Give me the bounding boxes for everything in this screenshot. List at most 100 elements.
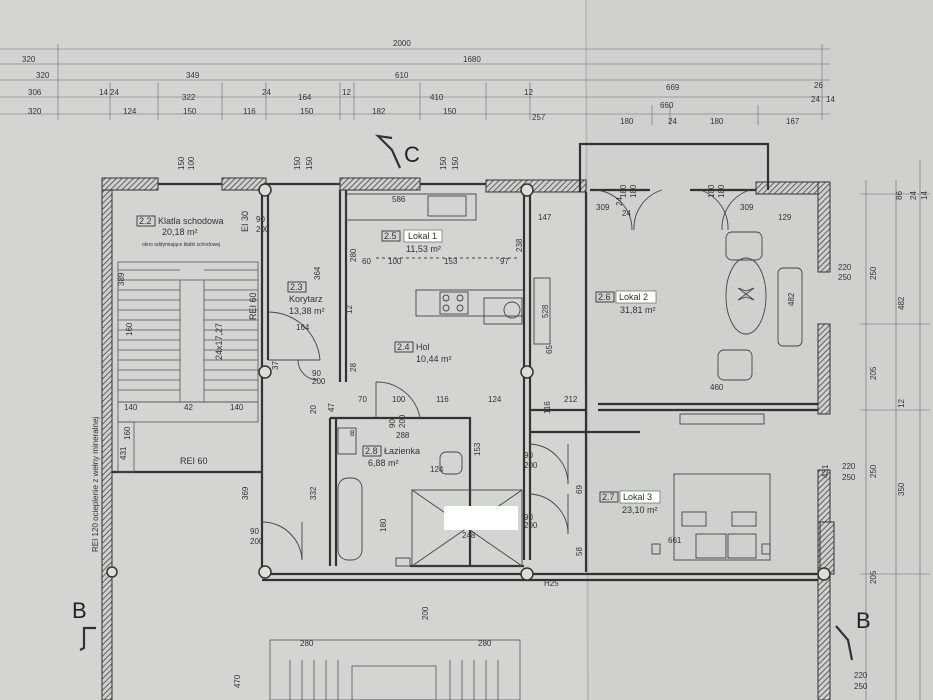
- dim-text: 160: [125, 322, 134, 336]
- top-dimension-lines: [0, 44, 830, 125]
- lokal-label: Lokal 3: [623, 492, 652, 502]
- dim-text: 28: [349, 363, 358, 372]
- dim-text: 150: [293, 156, 302, 170]
- column-node: [258, 183, 272, 197]
- dim-text: 26: [814, 81, 823, 90]
- room-area: 31,81 m²: [620, 305, 656, 315]
- dim-text: 24: [668, 117, 677, 126]
- dim-text: 37: [271, 361, 280, 370]
- column-node: [258, 365, 272, 379]
- kitchen: [345, 193, 551, 345]
- room-name: Korytarz: [289, 294, 323, 304]
- redacted-box: [444, 506, 518, 530]
- dim-text: 250: [842, 473, 856, 482]
- room-num: 2.2: [139, 216, 152, 226]
- dim-text: 661: [668, 536, 682, 545]
- dim-text: 660: [660, 101, 674, 110]
- right-dimension-texts: 86 24 14 250 482 205 12 350 250 205 220 …: [838, 191, 929, 691]
- dim-text: 180: [629, 184, 638, 198]
- dim-text: 410: [430, 93, 444, 102]
- dim-text: 280: [478, 639, 492, 648]
- room-area: 23,10 m²: [622, 505, 658, 515]
- dim-text: 90: [312, 369, 321, 378]
- dim-text: 8: [350, 429, 355, 438]
- dim-text: 320: [28, 107, 42, 116]
- note-rei60: REI 60: [248, 292, 258, 320]
- dim-text: 1680: [463, 55, 481, 64]
- dim-text: 250: [869, 266, 878, 280]
- dim-text: 180: [619, 184, 628, 198]
- dim-text: 90: [250, 527, 259, 536]
- dim-text: 528: [541, 304, 550, 318]
- dim-text: 124: [488, 395, 502, 404]
- dim-text: 14: [826, 95, 835, 104]
- dim-text: 12: [345, 305, 354, 314]
- dim-text: 349: [186, 71, 200, 80]
- dim-text: 124: [123, 107, 137, 116]
- dim-text: 167: [786, 117, 800, 126]
- room-labels: 2.2 Klatla schodowa 20,18 m² 2.3 Korytar…: [136, 215, 661, 530]
- dim-text: 90: [524, 513, 533, 522]
- dim-text: 12: [897, 399, 906, 408]
- dim-text: 160: [123, 426, 132, 440]
- dim-text: 65: [545, 345, 554, 354]
- dim-text: 14: [99, 88, 108, 97]
- dim-text: 150: [305, 156, 314, 170]
- dim-text: 586: [392, 195, 406, 204]
- dim-text: 238: [515, 238, 524, 252]
- dim-text: 200: [256, 225, 270, 234]
- room-num: 2.8: [365, 446, 378, 456]
- room-num: 2.5: [384, 231, 397, 241]
- dim-text: 86: [895, 191, 904, 200]
- dim-text: 200: [398, 414, 407, 428]
- room-num: 2.7: [602, 492, 615, 502]
- dim-text: 180: [620, 117, 634, 126]
- dim-text: 150: [439, 156, 448, 170]
- dim-text: 2000: [393, 39, 411, 48]
- dim-text: 220: [838, 263, 852, 272]
- dim-text: 482: [787, 292, 796, 306]
- dim-text: 364: [313, 266, 322, 280]
- dim-text: 70: [358, 395, 367, 404]
- dim-text: 309: [740, 203, 754, 212]
- dim-text: 280: [349, 248, 358, 262]
- dim-text: 90: [524, 451, 533, 460]
- section-letter: C: [404, 142, 420, 167]
- dim-text: 205: [869, 570, 878, 584]
- column-node: [106, 566, 118, 578]
- dim-text: 322: [182, 93, 196, 102]
- note-ei30: EI 30: [240, 211, 250, 232]
- dim-text: 220: [842, 462, 856, 471]
- dim-text: 24: [262, 88, 271, 97]
- note-stairs: 24x17,27: [214, 323, 224, 360]
- dim-text: 180: [710, 117, 724, 126]
- note-h25: H25: [544, 579, 559, 588]
- lokal-label: Lokal 1: [408, 231, 437, 241]
- dim-text: 470: [233, 674, 242, 688]
- bedroom-furniture: [651, 413, 771, 561]
- dim-text: 116: [436, 395, 449, 404]
- dim-text: 212: [564, 395, 578, 404]
- dim-text: 60: [362, 257, 371, 266]
- cooktop-icon: [439, 291, 469, 315]
- column-node: [520, 567, 534, 581]
- room-num: 2.6: [598, 292, 611, 302]
- room-area: 10,44 m²: [416, 354, 452, 364]
- living-room-furniture: [717, 231, 803, 381]
- wall-notes: REI 60 REI 60 EI 30 REI 120 ocieplenie z…: [91, 211, 559, 588]
- dim-text: 147: [538, 213, 552, 222]
- dim-text: 124: [430, 465, 444, 474]
- dim-text: 309: [596, 203, 610, 212]
- dim-text: 182: [372, 107, 386, 116]
- dim-text: 431: [821, 464, 830, 478]
- room-name: Hol: [416, 342, 430, 352]
- dim-text: 220: [854, 671, 868, 680]
- column-node: [520, 183, 534, 197]
- dim-text: 20: [309, 405, 318, 414]
- dim-text: 100: [388, 257, 402, 266]
- dim-text: 150: [300, 107, 314, 116]
- paper-right: [585, 0, 933, 700]
- room-num: 2.4: [397, 342, 410, 352]
- dim-text: 100: [187, 156, 196, 170]
